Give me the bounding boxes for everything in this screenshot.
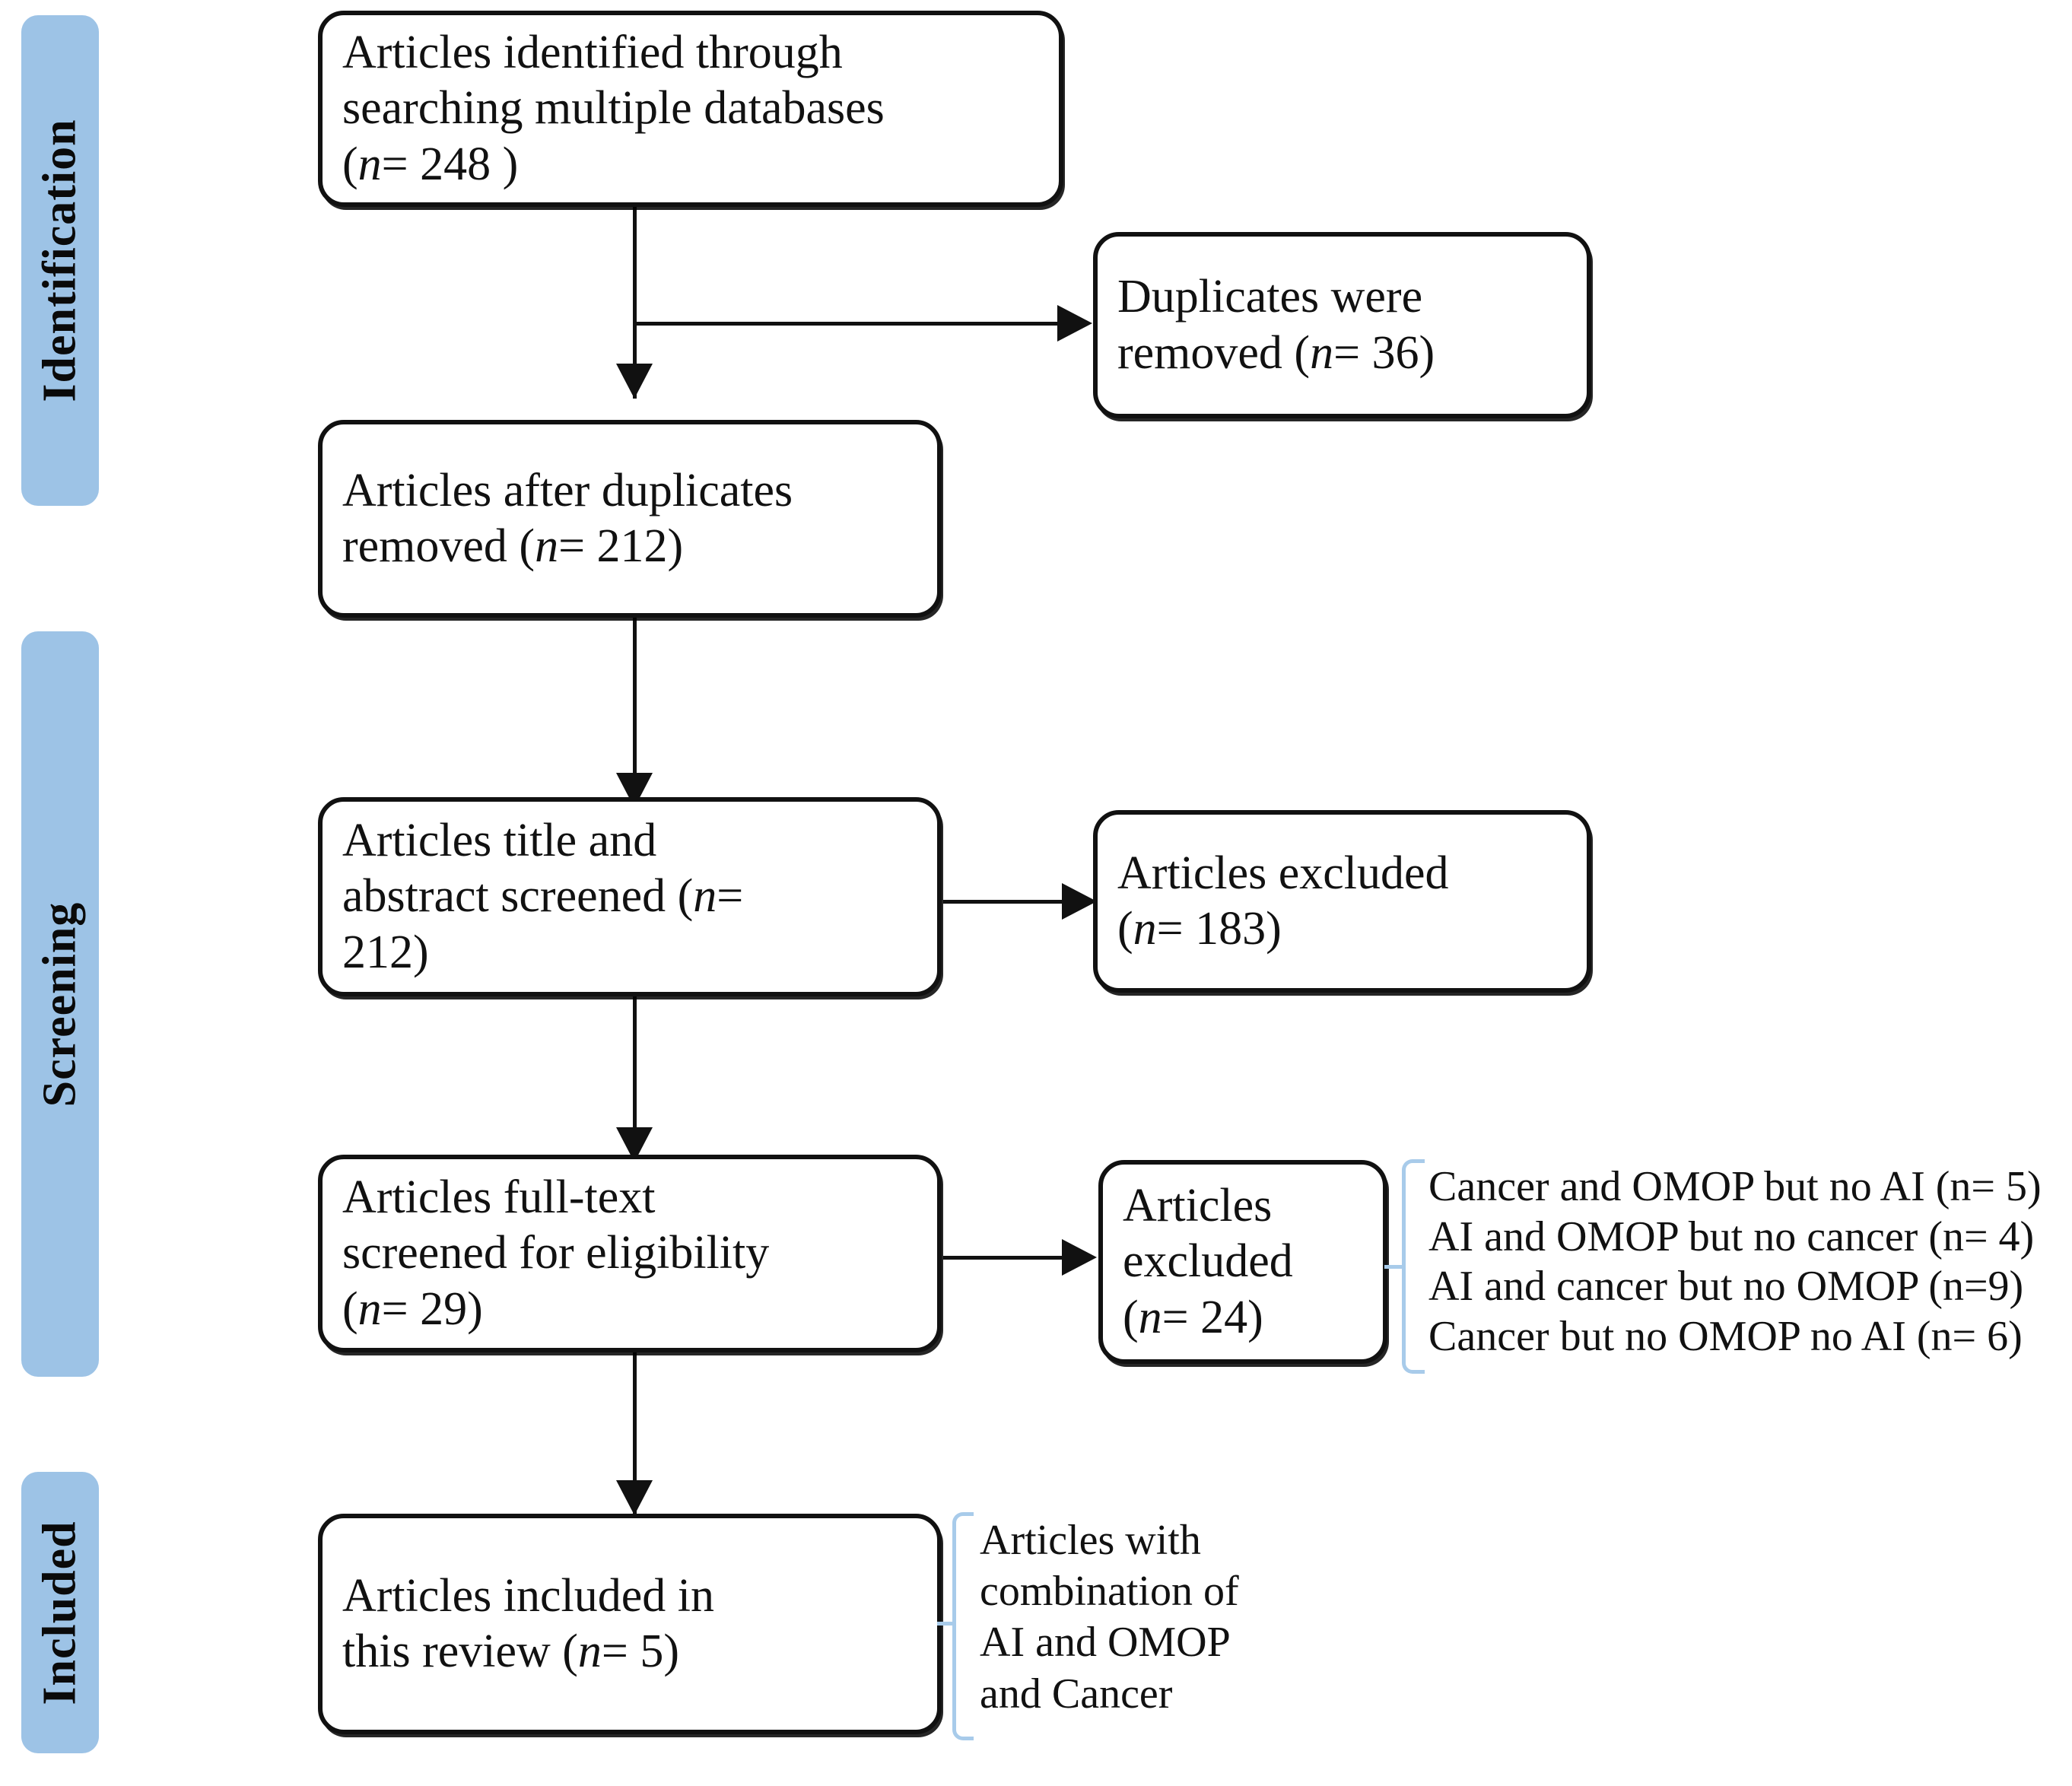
connector-identified-to-duplicates [634, 322, 1083, 326]
box-after-duplicates-removed-n-symbol: n [535, 520, 559, 572]
brace-nub-exclusion-reasons [1384, 1265, 1404, 1269]
box-articles-excluded-fulltext-line3-pre: ( [1123, 1291, 1139, 1343]
box-articles-included-line1: Articles included in [342, 1569, 714, 1622]
box-fulltext-screened-n-value: = 29) [381, 1282, 483, 1335]
box-articles-excluded-fulltext-line1: Articles [1123, 1180, 1273, 1232]
box-articles-included-line2-pre: this review ( [342, 1626, 578, 1677]
box-articles-identified-text: Articles identified through searching mu… [323, 25, 1059, 192]
exclusion-reason-4: Cancer but no OMOP no AI (n= 6) [1428, 1312, 2023, 1360]
arrowhead-screened-to-excluded [1062, 883, 1097, 920]
box-title-abstract-screened-n-symbol: n [693, 870, 717, 923]
connector-screened-to-fulltext [633, 996, 637, 1164]
exclusion-reason-1: Cancer and OMOP but no AI (n= 5) [1428, 1163, 2042, 1210]
box-duplicates-removed-line1: Duplicates were [1117, 271, 1423, 323]
box-articles-excluded-screening-text: Articles excluded (n= 183) [1098, 846, 1587, 957]
box-duplicates-removed-text: Duplicates were removed (n= 36) [1098, 269, 1587, 380]
exclusion-reason-2: AI and OMOP but no cancer (n= 4) [1428, 1212, 2035, 1260]
box-articles-excluded-screening-line1: Articles excluded [1117, 847, 1449, 899]
connector-identified-to-after-duplicates [633, 207, 637, 399]
stage-label-screening: Screening [33, 901, 86, 1107]
box-articles-identified: Articles identified through searching mu… [318, 11, 1063, 207]
connector-screened-to-excluded [943, 900, 1088, 904]
box-articles-excluded-fulltext-n-symbol: n [1138, 1291, 1162, 1343]
box-fulltext-screened-line3-pre: ( [342, 1282, 358, 1335]
box-articles-excluded-screening-n-value: = 183) [1156, 903, 1282, 955]
inclusion-note-line-2: combination of [980, 1568, 1239, 1616]
brace-exclusion-reasons [1402, 1159, 1425, 1374]
annotation-exclusion-reasons: Cancer and OMOP but no AI (n= 5) AI and … [1428, 1162, 2042, 1362]
box-fulltext-screened-line2: screened for eligibility [342, 1227, 770, 1279]
box-articles-excluded-fulltext: Articles excluded (n= 24) [1098, 1160, 1387, 1364]
arrowhead-fulltext-to-included [616, 1480, 653, 1515]
stage-label-included: Included [33, 1520, 86, 1705]
box-articles-excluded-screening-line2-pre: ( [1117, 903, 1133, 955]
inclusion-note-line-4: and Cancer [980, 1670, 1173, 1718]
box-after-duplicates-removed-line2-pre: removed ( [342, 520, 535, 572]
arrowhead-identified-to-duplicates [1057, 305, 1092, 342]
arrowhead-fulltext-to-excluded [1062, 1239, 1097, 1276]
box-articles-excluded-fulltext-line2: excluded [1123, 1235, 1293, 1288]
inclusion-note-line-1: Articles with [980, 1517, 1201, 1564]
box-duplicates-removed-line2-pre: removed ( [1117, 326, 1311, 379]
box-articles-excluded-screening: Articles excluded (n= 183) [1093, 810, 1591, 993]
arrowhead-identified-to-after-duplicates [616, 364, 653, 399]
box-duplicates-removed-n-symbol: n [1310, 326, 1334, 379]
box-title-abstract-screened-line1: Articles title and [342, 815, 657, 867]
box-duplicates-removed-n-value: = 36) [1333, 326, 1435, 379]
box-articles-included-n-value: = 5) [601, 1626, 680, 1677]
box-after-duplicates-removed-line1: Articles after duplicates [342, 464, 793, 516]
box-fulltext-screened: Articles full-text screened for eligibil… [318, 1155, 942, 1352]
connector-after-duplicates-to-screened [633, 618, 637, 808]
box-articles-identified-n-prefix: ( [342, 138, 358, 190]
box-fulltext-screened-n-symbol: n [358, 1282, 382, 1335]
box-after-duplicates-removed: Articles after duplicates removed (n= 21… [318, 420, 942, 618]
box-articles-included: Articles included in this review (n= 5) [318, 1514, 942, 1734]
stage-bar-identification: Identification [21, 15, 99, 506]
box-title-abstract-screened-line2-post: = [717, 870, 744, 923]
box-title-abstract-screened-text: Articles title and abstract screened (n=… [323, 813, 937, 980]
box-articles-identified-line2: searching multiple databases [342, 82, 885, 135]
box-articles-identified-line1: Articles identified through [342, 27, 843, 79]
box-articles-identified-n-value: = 248 ) [381, 138, 519, 190]
annotation-inclusion-note: Articles with combination of AI and OMOP… [980, 1515, 1284, 1720]
box-articles-excluded-fulltext-text: Articles excluded (n= 24) [1103, 1178, 1383, 1345]
brace-inclusion-note [952, 1512, 974, 1740]
brace-nub-inclusion-note [937, 1622, 955, 1626]
box-articles-identified-n-symbol: n [358, 138, 382, 190]
box-articles-included-text: Articles included in this review (n= 5) [323, 1568, 937, 1680]
box-after-duplicates-removed-text: Articles after duplicates removed (n= 21… [323, 463, 937, 574]
connector-fulltext-to-excluded [943, 1256, 1088, 1260]
box-fulltext-screened-line1: Articles full-text [342, 1171, 656, 1224]
stage-bar-included: Included [21, 1472, 99, 1753]
box-title-abstract-screened-line3: 212) [342, 926, 429, 978]
box-duplicates-removed: Duplicates were removed (n= 36) [1093, 232, 1591, 418]
box-title-abstract-screened: Articles title and abstract screened (n=… [318, 797, 942, 996]
box-title-abstract-screened-line2-pre: abstract screened ( [342, 870, 694, 923]
box-articles-excluded-fulltext-n-value: = 24) [1162, 1291, 1263, 1343]
box-after-duplicates-removed-n-value: = 212) [558, 520, 684, 572]
exclusion-reason-3: AI and cancer but no OMOP (n=9) [1428, 1263, 2024, 1311]
box-articles-included-n-symbol: n [577, 1626, 602, 1677]
box-fulltext-screened-text: Articles full-text screened for eligibil… [323, 1170, 937, 1336]
connector-fulltext-to-included [633, 1352, 637, 1516]
stage-label-identification: Identification [33, 119, 86, 402]
box-articles-excluded-screening-n-symbol: n [1133, 903, 1157, 955]
stage-bar-screening: Screening [21, 631, 99, 1377]
inclusion-note-line-3: AI and OMOP [980, 1619, 1231, 1667]
